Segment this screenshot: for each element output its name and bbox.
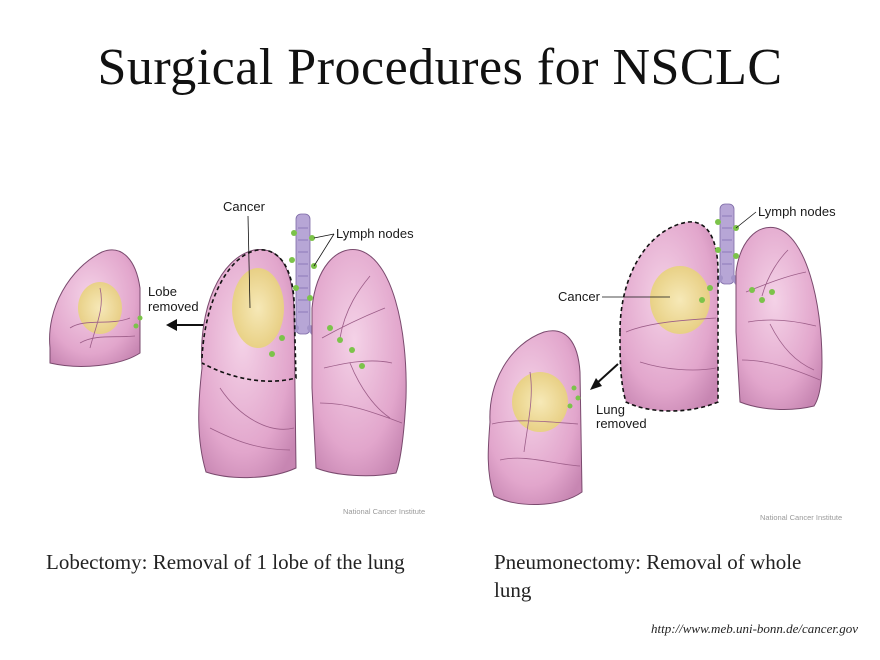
lobectomy-illustration: Lobe removed <box>40 188 440 523</box>
label-removed: removed <box>596 416 647 431</box>
removed-lobe <box>49 249 143 367</box>
tumor-blob <box>78 282 122 334</box>
label-cancer: Cancer <box>223 199 266 214</box>
label-removed: removed <box>148 299 199 314</box>
pointer-line <box>313 233 335 239</box>
caption-pneumonectomy: Pneumonectomy: Removal of whole lung <box>494 550 802 602</box>
slide-title: Surgical Procedures for NSCLC <box>97 39 783 96</box>
source-url: http://www.meb.uni-bonn.de/cancer.gov <box>650 621 858 636</box>
lobectomy-svg: Lobe removed <box>49 199 425 516</box>
pointer-line <box>313 233 335 267</box>
remaining-lung <box>735 226 823 410</box>
tumor-blob <box>650 266 710 334</box>
pneumonectomy-illustration: Lung removed Cancer Lymph nodes National… <box>470 192 850 525</box>
caption-lobectomy: Lobectomy: Removal of 1 lobe of the lung <box>46 550 405 574</box>
removed-lung <box>487 330 583 505</box>
label-lung: Lung <box>596 402 625 417</box>
label-cancer: Cancer <box>558 289 601 304</box>
lymph-node <box>133 323 139 329</box>
down-left-arrow-icon <box>590 363 619 390</box>
pointer-line <box>735 211 757 229</box>
tumor-blob <box>512 372 568 432</box>
pointer-line <box>247 215 251 309</box>
credit-text: National Cancer Institute <box>760 513 842 522</box>
tumor-blob <box>232 268 284 348</box>
label-lymph-nodes: Lymph nodes <box>336 226 414 241</box>
removed-lobe-outline <box>201 249 297 382</box>
label-lymph-nodes: Lymph nodes <box>758 204 836 219</box>
remaining-lung-left <box>198 249 297 479</box>
lymph-nodes-cluster <box>269 230 365 369</box>
pneumonectomy-svg: Lung removed Cancer Lymph nodes National… <box>487 203 842 522</box>
remaining-lung-right <box>311 249 407 477</box>
label-lobe: Lobe <box>148 284 177 299</box>
removed-lung-outline <box>619 221 719 412</box>
credit-text: National Cancer Institute <box>343 507 425 516</box>
lymph-node <box>137 315 143 321</box>
